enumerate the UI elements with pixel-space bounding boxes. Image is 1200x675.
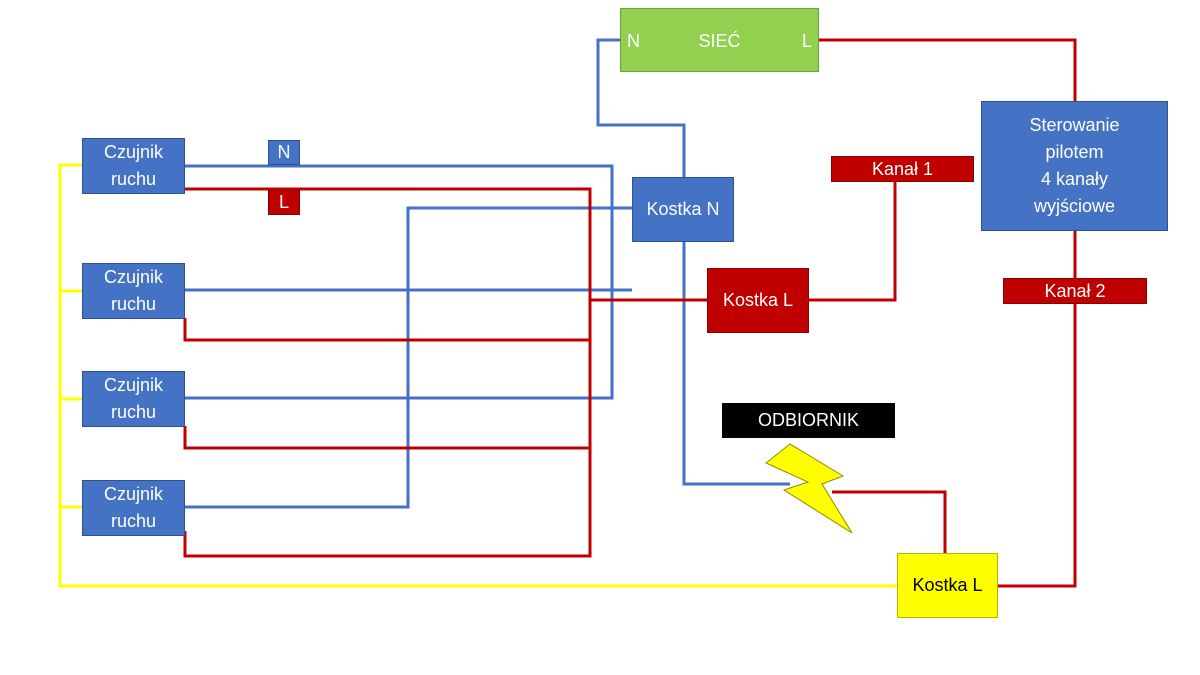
live-wire-channel-2	[998, 231, 1077, 588]
motion-sensor-1: Czujnik ruchu	[82, 138, 185, 194]
neutral-wire-sensor-3	[185, 290, 614, 400]
live-wire-sensor-3	[183, 426, 590, 450]
live-wire-network	[818, 38, 1077, 102]
neutral-wire-network	[596, 38, 686, 178]
live-wires	[183, 38, 1077, 588]
signal-wires	[58, 163, 898, 588]
channel-1-label: Kanał 1	[831, 156, 974, 182]
neutral-wire-sensor-4	[185, 206, 633, 509]
receiver-label: ODBIORNIK	[722, 403, 895, 438]
network-title: SIEĆ	[698, 31, 741, 51]
kostka-l-block: Kostka L	[707, 268, 809, 333]
network-n-terminal: N	[627, 31, 640, 51]
live-wire-receiver	[832, 490, 947, 553]
live-wire-channel-1	[808, 182, 897, 302]
neutral-wires	[185, 38, 790, 509]
motion-sensor-4: Czujnik ruchu	[82, 480, 185, 536]
kostka-n-block: Kostka N	[632, 177, 734, 242]
network-block: N SIEĆ L	[620, 8, 819, 72]
kostka-l-output-block: Kostka L	[897, 553, 998, 618]
channel-2-label: Kanał 2	[1003, 278, 1147, 304]
lightning-icon	[765, 443, 853, 534]
live-wire-sensor-1	[183, 187, 592, 558]
network-l-terminal: L	[801, 31, 812, 51]
live-wire-sensor-2	[183, 318, 590, 342]
neutral-wire-receiver	[682, 241, 790, 486]
neutral-wire-sensor-1	[185, 164, 614, 290]
signal-wire-bus	[58, 163, 898, 588]
motion-sensor-3: Czujnik ruchu	[82, 371, 185, 427]
live-tag: L	[268, 190, 300, 215]
motion-sensor-2: Czujnik ruchu	[82, 263, 185, 319]
remote-controller-block: Sterowanie pilotem 4 kanały wyjściowe	[981, 101, 1168, 231]
neutral-tag: N	[268, 140, 300, 165]
